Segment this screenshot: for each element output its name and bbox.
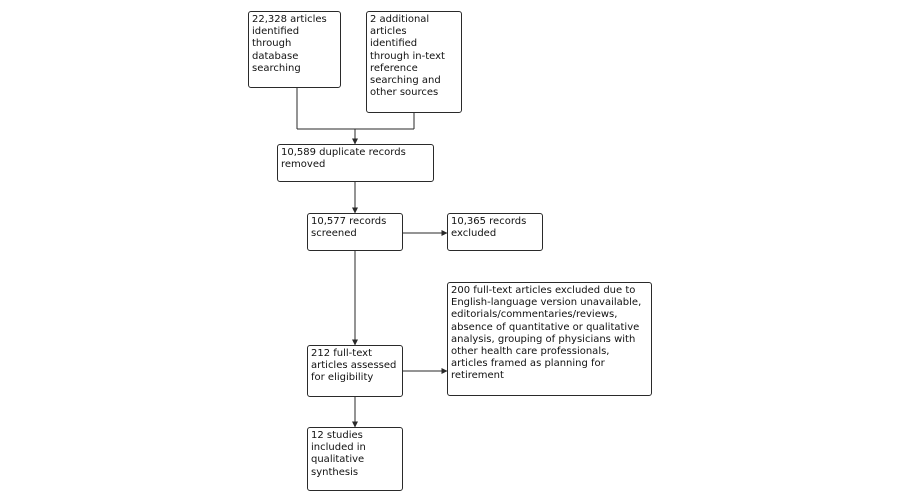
- studies-included-box: 12 studies included in qualitative synth…: [307, 427, 403, 491]
- duplicates-removed-box: 10,589 duplicate records removed: [277, 144, 434, 182]
- fulltext-assessed-box: 212 full-text articles assessed for elig…: [307, 345, 403, 397]
- identified-other-sources-box: 2 additional articles identified through…: [366, 11, 462, 113]
- fulltext-excluded-box: 200 full-text articles excluded due to E…: [447, 282, 652, 396]
- identified-database-box: 22,328 articles identified through datab…: [248, 11, 341, 88]
- records-screened-box: 10,577 records screened: [307, 213, 403, 251]
- records-excluded-box: 10,365 records excluded: [447, 213, 543, 251]
